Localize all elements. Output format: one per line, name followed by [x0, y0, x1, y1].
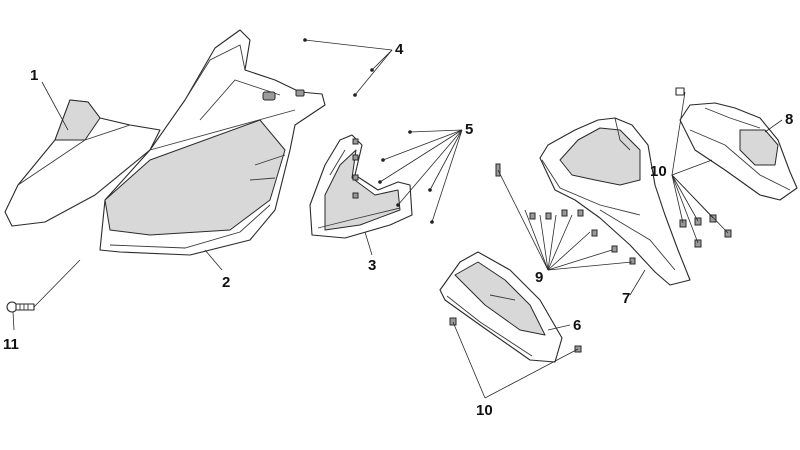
clip — [352, 174, 359, 181]
clip — [352, 192, 359, 199]
callout-5: 5 — [465, 121, 473, 138]
clip — [449, 317, 457, 326]
part-1-side-cover — [4, 99, 161, 227]
part-8-right-cover — [675, 87, 798, 201]
clip — [724, 229, 732, 238]
part-6-lower-panel — [439, 251, 563, 363]
callout-2: 2 — [222, 274, 230, 291]
clip — [591, 229, 598, 237]
part-3-headlight-cover — [309, 134, 413, 239]
callout-3: 3 — [368, 257, 376, 274]
clip — [694, 217, 702, 226]
callout-7: 7 — [622, 290, 630, 307]
part-7-inner-panel — [539, 117, 691, 286]
leader-lines — [12, 39, 783, 399]
callout-9: 9 — [535, 269, 543, 286]
clip — [561, 209, 568, 217]
clip — [694, 239, 702, 248]
clip — [545, 212, 552, 220]
clip — [611, 245, 618, 253]
callout-6: 6 — [573, 317, 581, 334]
clip — [679, 219, 687, 228]
callout-11: 11 — [3, 336, 19, 353]
clip — [629, 257, 636, 265]
part-11-bolt — [6, 301, 35, 313]
part-2-front-fairing — [99, 29, 326, 256]
callout-numbers: 1 2 3 4 5 6 7 8 9 10 10 11 — [3, 41, 793, 419]
callout-4: 4 — [395, 41, 404, 58]
callout-10-upper: 10 — [650, 163, 667, 180]
clip — [577, 209, 584, 217]
clip — [529, 212, 536, 220]
callout-8: 8 — [785, 111, 793, 128]
callout-1: 1 — [30, 67, 38, 84]
clip — [352, 154, 359, 161]
clip — [352, 138, 359, 145]
clip — [709, 214, 717, 223]
callout-10-lower: 10 — [476, 402, 493, 419]
leader-dots — [303, 38, 434, 224]
